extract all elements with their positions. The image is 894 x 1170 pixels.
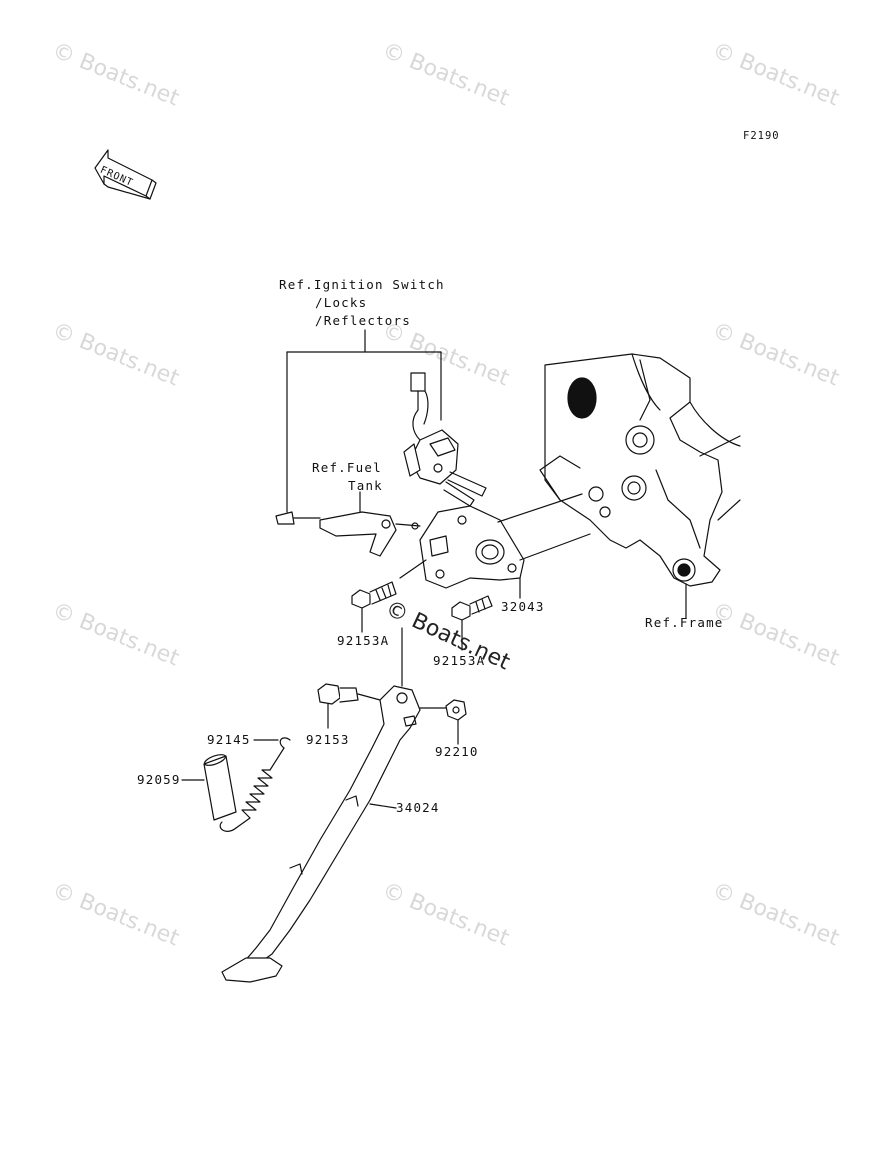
ref-fuel-tank-1: Ref.Fuel	[312, 460, 382, 475]
ref-fuel-tank-2: Tank	[348, 478, 383, 493]
part-label-92210: 92210	[435, 744, 479, 759]
spring-92145	[219, 737, 291, 832]
fuel-tank-bracket-part	[275, 491, 421, 557]
bolt-92153A-right	[451, 595, 493, 651]
ref-ignition-reflectors: /Reflectors	[315, 313, 411, 328]
front-arrow-icon	[94, 149, 157, 200]
ignition-switch-part	[403, 372, 487, 507]
part-label-92153A-left: 92153A	[337, 633, 390, 648]
stand-bracket-part	[399, 493, 591, 599]
bolt-92153A-left	[351, 581, 397, 629]
ref-ignition-locks: /Locks	[315, 295, 368, 310]
part-label-32043: 32043	[501, 599, 545, 614]
part-label-92153: 92153	[306, 732, 350, 747]
part-label-34024: 34024	[396, 800, 440, 815]
frame-part	[539, 353, 741, 619]
bolt-92153	[317, 683, 381, 729]
side-stand-part	[221, 627, 421, 983]
nut-92210	[419, 699, 467, 745]
part-label-92153A-right: 92153A	[433, 653, 486, 668]
part-label-92145: 92145	[207, 732, 251, 747]
figure-code: F2190	[743, 130, 780, 142]
sleeve-92059	[181, 754, 237, 821]
ref-frame: Ref.Frame	[645, 615, 724, 630]
ref-ignition-switch: Ref.Ignition Switch	[279, 277, 445, 292]
ignition-ref-leader	[286, 329, 442, 513]
part-label-92059: 92059	[137, 772, 181, 787]
